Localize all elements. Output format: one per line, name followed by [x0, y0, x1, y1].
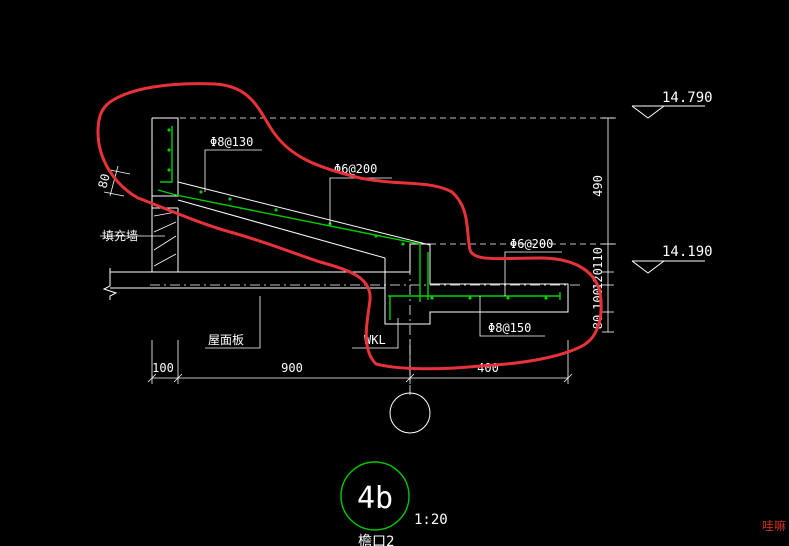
- dim-v-490: 490: [591, 175, 605, 197]
- dim-slab-80: 80: [96, 172, 113, 190]
- rebar-label-phi8-130: Φ8@130: [210, 135, 253, 149]
- axis-bubble: [389, 392, 431, 434]
- vertical-dimension-line: [602, 117, 614, 333]
- dim-h-400: 400: [477, 361, 499, 375]
- elevation-marker-1: [631, 105, 705, 119]
- rebar-dots: [167, 128, 548, 300]
- slab-thickness-dim: [103, 165, 131, 197]
- level-lines: [180, 117, 620, 245]
- dim-h-100: 100: [152, 361, 174, 375]
- detail-caption: 檐口2: [358, 534, 394, 546]
- elevation-marker-2: [631, 260, 705, 274]
- watermark: 哇嘛: [762, 518, 786, 533]
- infill-wall-label: 填充墙: [102, 228, 138, 243]
- elevation-label-1: 14.790: [662, 90, 713, 106]
- detail-circle: [340, 461, 410, 531]
- concrete-outline: [102, 117, 569, 325]
- red-markup-outline: [96, 82, 603, 371]
- dim-v-120: 120: [591, 268, 605, 290]
- detail-scale: 1:20: [414, 512, 448, 528]
- elevation-label-2: 14.190: [662, 244, 713, 260]
- roof-slab-label: 屋面板: [208, 333, 244, 347]
- dim-v-110: 110: [591, 247, 605, 269]
- leader-lines: [100, 149, 562, 349]
- dim-h-900: 900: [281, 361, 303, 375]
- wall-hatch: [153, 211, 177, 267]
- center-lines: [150, 245, 580, 395]
- detail-number: 4b: [357, 481, 393, 516]
- horizontal-dimension-line: [147, 340, 573, 384]
- rebar-lines: [157, 126, 561, 320]
- rebar-label-phi6-200-b: Φ6@200: [510, 237, 553, 251]
- dim-v-100: 100: [591, 288, 605, 310]
- beam-label: WKL: [364, 333, 386, 347]
- rebar-label-phi8-150: Φ8@150: [488, 321, 531, 335]
